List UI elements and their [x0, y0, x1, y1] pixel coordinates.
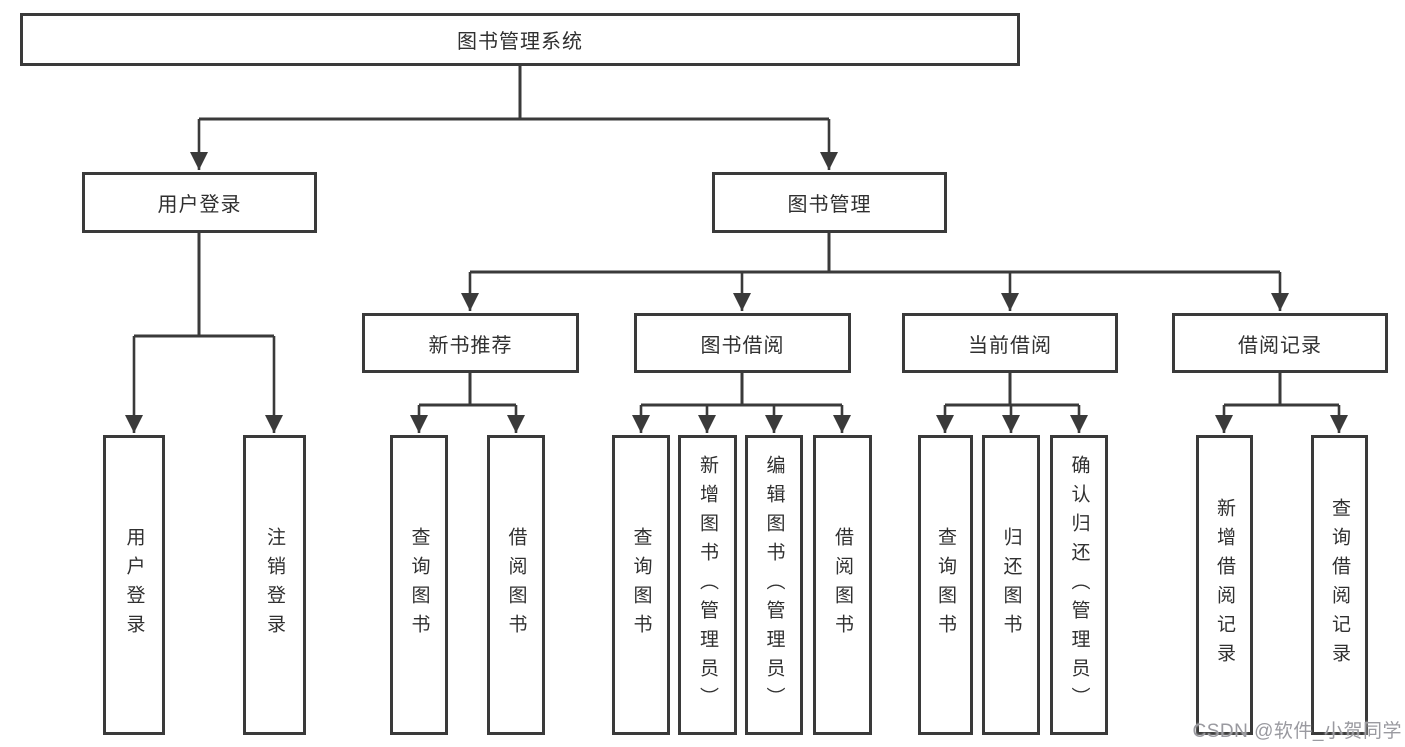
leaf-add-borrow-record: 新增借阅记录	[1196, 435, 1253, 735]
leaf-logout: 注销登录	[243, 435, 306, 735]
leaf-query-books-borrow: 查询图书	[612, 435, 670, 735]
leaf-edit-books-admin: 编辑图书（管理员）	[745, 435, 803, 735]
node-user-login: 用户登录	[82, 172, 317, 233]
leaf-query-borrow-record: 查询借阅记录	[1311, 435, 1368, 735]
leaf-query-books-current: 查询图书	[918, 435, 973, 735]
node-book-borrowing: 图书借阅	[634, 313, 851, 373]
node-book-management: 图书管理	[712, 172, 947, 233]
node-book-management-system: 图书管理系统	[20, 13, 1020, 66]
leaf-query-books-recommend: 查询图书	[390, 435, 448, 735]
node-new-book-recommend: 新书推荐	[362, 313, 579, 373]
csdn-watermark: CSDN @软件_小贺同学	[1192, 721, 1402, 742]
leaf-confirm-return-admin: 确认归还（管理员）	[1050, 435, 1108, 735]
leaf-add-books-admin: 新增图书（管理员）	[678, 435, 737, 735]
leaf-user-login: 用户登录	[103, 435, 165, 735]
node-current-borrowing: 当前借阅	[902, 313, 1118, 373]
leaf-borrow-books: 借阅图书	[813, 435, 872, 735]
leaf-return-books: 归还图书	[982, 435, 1040, 735]
leaf-borrow-books-recommend: 借阅图书	[487, 435, 545, 735]
connector-bus	[134, 65, 1339, 407]
node-borrowing-records: 借阅记录	[1172, 313, 1388, 373]
